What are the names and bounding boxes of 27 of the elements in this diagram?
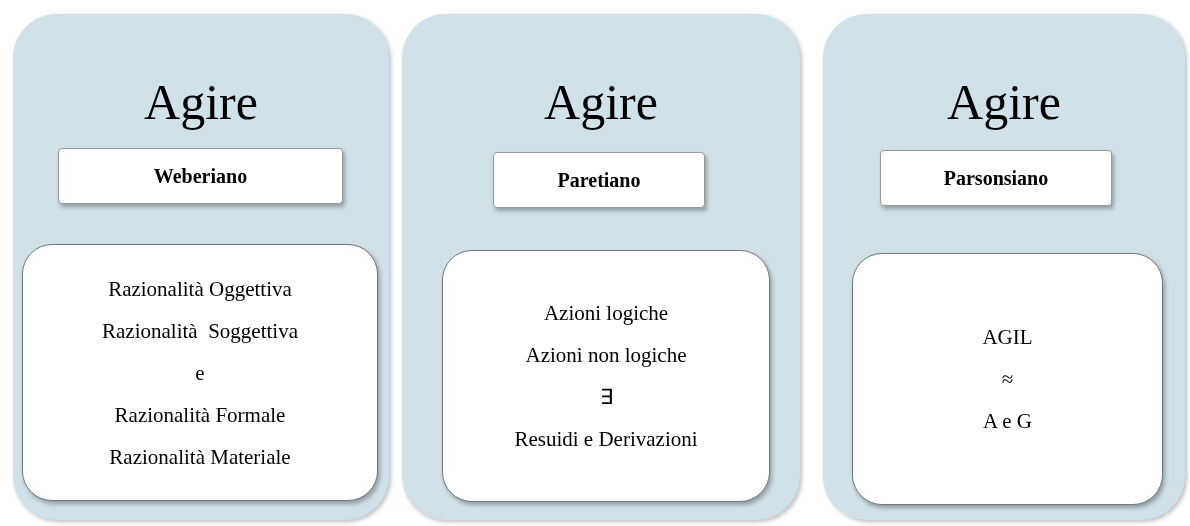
- content-line: A e G: [983, 408, 1032, 435]
- content-line: Azioni logiche: [543, 300, 669, 327]
- panel-card: [402, 14, 800, 520]
- content-line: Azioni non logiche: [525, 342, 687, 369]
- content-box: [442, 250, 770, 502]
- heading-box: [58, 148, 343, 204]
- panel-card: [13, 14, 389, 520]
- content-line: Razionalità Oggettiva: [108, 275, 292, 303]
- heading-label: Parsonsiano: [943, 166, 1049, 190]
- heading-label: Paretiano: [557, 168, 641, 192]
- content-box: [852, 253, 1163, 505]
- content-line: e: [195, 359, 205, 387]
- heading-box: [880, 150, 1112, 206]
- content-line: Resuidi e Derivazioni: [514, 426, 698, 453]
- content-line: Razionalità Formale: [114, 401, 286, 429]
- panel-title: Agire: [544, 73, 658, 132]
- heading-box: [493, 152, 705, 208]
- content-line: AGIL: [982, 324, 1033, 351]
- heading-label: Weberiano: [153, 164, 248, 188]
- content-line: Razionalità Soggettiva: [102, 317, 298, 345]
- panel-title: Agire: [144, 73, 258, 132]
- content-line: ≈: [1001, 366, 1014, 393]
- panel-title: Agire: [947, 73, 1061, 132]
- content-line: ∃: [599, 384, 613, 411]
- content-line: Razionalità Materiale: [109, 443, 291, 471]
- content-box: [22, 244, 378, 501]
- panel-card: [823, 14, 1185, 520]
